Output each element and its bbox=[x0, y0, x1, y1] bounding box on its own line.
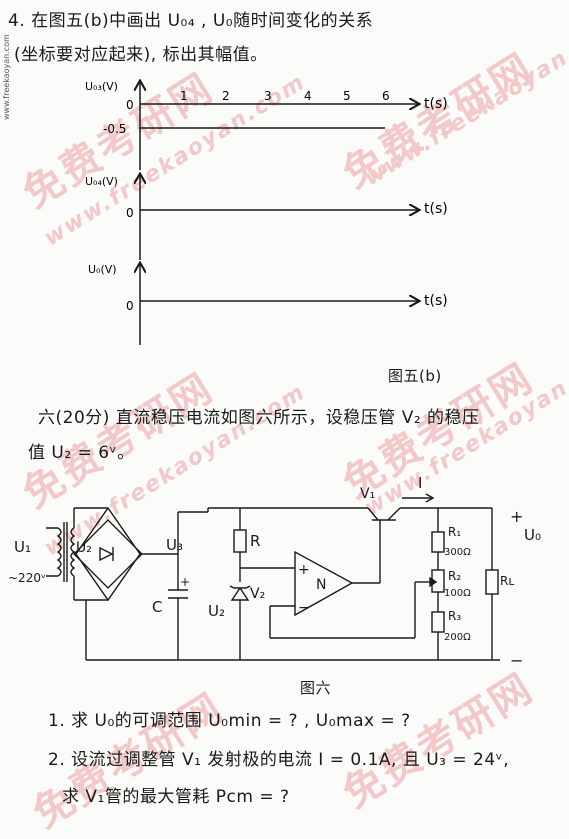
exam-page: 免费考研网 www.freekaoyan.com 免费考研网 www.freek… bbox=[2, 9, 569, 837]
figure6-caption: 图六 bbox=[300, 679, 332, 697]
label-r2-val: 100Ω bbox=[444, 588, 471, 599]
label-rl: Rʟ bbox=[500, 574, 514, 588]
question6-line2: 值 U₂ = 6ᵛ。 bbox=[28, 443, 135, 463]
u0-zero: 0 bbox=[126, 299, 134, 313]
label-out-minus: − bbox=[510, 651, 523, 670]
label-out-plus: + bbox=[510, 507, 523, 526]
label-r3: R₃ bbox=[448, 609, 461, 623]
label-v2: V₂ bbox=[250, 586, 265, 602]
graph-u0: U₀(V) 0 t(s) bbox=[88, 263, 448, 345]
u03-tick: 3 bbox=[264, 89, 272, 103]
graph-u03: U₀₃(V) 0 -0.5 1 2 3 4 5 6 t(s) bbox=[85, 80, 448, 170]
subquestion-2-line2: 求 V₁管的最大管耗 Pcm = ? bbox=[62, 787, 290, 807]
label-ac: ~220ᵛ bbox=[8, 571, 46, 585]
u04-xlabel: t(s) bbox=[424, 201, 448, 217]
u03-zero: 0 bbox=[126, 98, 134, 112]
u04-ylabel: U₀₄(V) bbox=[85, 175, 118, 188]
label-vz: U₂ bbox=[208, 602, 225, 620]
u03-tick: 2 bbox=[222, 89, 230, 103]
label-r1-val: 300Ω bbox=[444, 547, 471, 558]
label-r2: R₂ bbox=[448, 569, 461, 583]
label-current: I bbox=[418, 474, 422, 492]
subquestion-2-line1: 2. 设流过调整管 V₁ 发射极的电流 I = 0.1A, 且 U₃ = 24ᵛ… bbox=[48, 750, 510, 770]
label-out: U₀ bbox=[524, 526, 541, 544]
u03-xlabel: t(s) bbox=[424, 96, 448, 112]
waveform-graphs: U₀₃(V) 0 -0.5 1 2 3 4 5 6 t(s) U₀₄(V) 0 … bbox=[85, 70, 448, 345]
subquestion-1: 1. 求 U₀的可调范围 U₀min = ? , U₀max = ? bbox=[48, 711, 411, 731]
question4-line2: (坐标要对应起来), 标出其幅值。 bbox=[14, 45, 268, 65]
u03-neg: -0.5 bbox=[103, 122, 126, 136]
figure5b-caption: 图五(b) bbox=[388, 367, 442, 385]
u04-zero: 0 bbox=[126, 206, 134, 220]
label-r3-val: 200Ω bbox=[444, 632, 471, 643]
label-c: C bbox=[152, 598, 162, 616]
u0-ylabel: U₀(V) bbox=[88, 263, 117, 276]
u03-tick: 6 bbox=[382, 89, 390, 103]
label-r1: R₁ bbox=[448, 525, 461, 539]
graph-u04: U₀₄(V) 0 t(s) bbox=[85, 175, 448, 260]
label-r: R bbox=[250, 532, 260, 550]
u03-tick: 5 bbox=[343, 89, 351, 103]
label-u3: U₃ bbox=[166, 536, 183, 554]
label-u1: U₁ bbox=[14, 538, 31, 556]
label-v1: V₁ bbox=[360, 486, 375, 502]
opamp-plus: + bbox=[298, 562, 310, 578]
label-u2: U₂ bbox=[76, 540, 92, 556]
u03-ylabel: U₀₃(V) bbox=[85, 80, 118, 93]
u03-tick: 4 bbox=[304, 89, 312, 103]
u03-tick: 1 bbox=[180, 89, 188, 103]
label-c-plus: + bbox=[180, 575, 190, 589]
question4-line1: 4. 在图五(b)中画出 U₀₄ , U₀随时间变化的关系 bbox=[8, 11, 374, 31]
question6-line1: 六(20分) 直流稳压电流如图六所示，设稳压管 V₂ 的稳压 bbox=[38, 408, 480, 428]
u0-xlabel: t(s) bbox=[424, 293, 448, 309]
opamp-n: N bbox=[316, 577, 326, 593]
opamp-minus: − bbox=[298, 600, 310, 616]
circuit-diagram: U₁ U₂ ~220ᵛ U₃ R + C V₂ U₂ + − N V₁ I R₁… bbox=[8, 474, 541, 670]
